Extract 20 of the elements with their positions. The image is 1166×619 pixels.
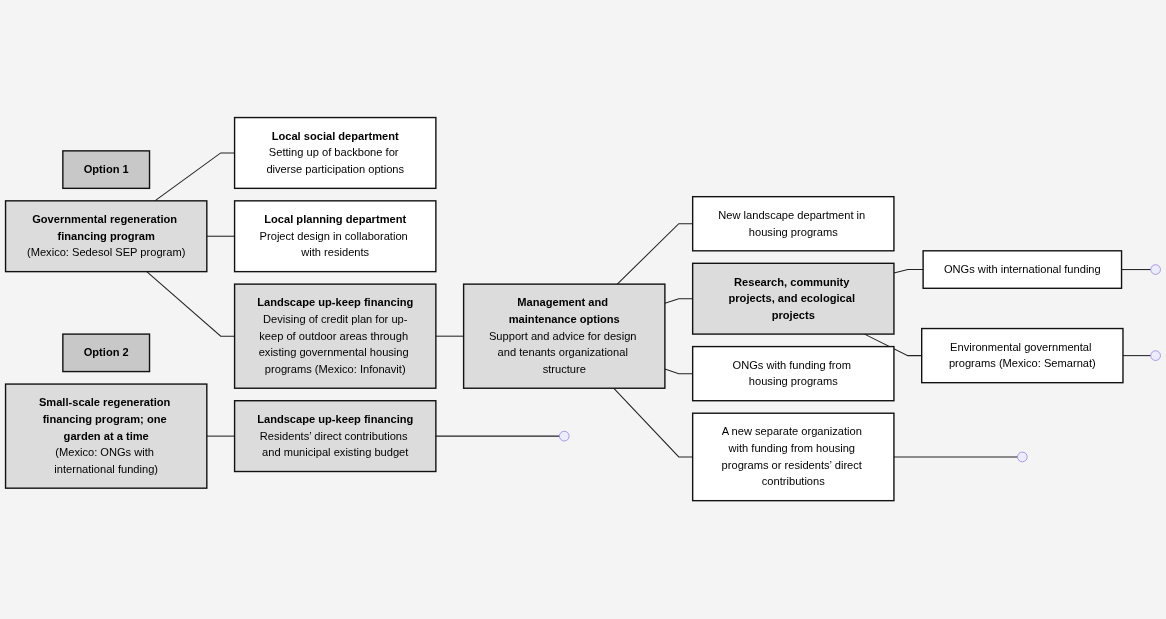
node-box: Environmental governmental programs (Mexico: Semarnat) [921, 328, 1124, 384]
node-box: Local planning department Project design in collaboration with residents [233, 200, 437, 273]
connector [1122, 355, 1152, 357]
node-box: ONGs with international funding [922, 250, 1123, 290]
connector [435, 436, 560, 438]
node-box: Local social department Setting up of backbone for diverse participation options [233, 117, 437, 190]
connector [1121, 269, 1152, 271]
node-box: Small-scale regeneration financing program; one garden at a time (Mexico: ONGs with international funding) [4, 383, 208, 490]
node-box: Landscape up-keep financing Residents’ direct contributions and municipal existing budget [233, 400, 437, 473]
node-box: New landscape department in housing programs [691, 196, 895, 252]
node-box: Option 2 [62, 333, 151, 373]
node-box: Governmental regeneration financing program (Mexico: Sedesol SEP program) [4, 200, 208, 273]
node-box: Landscape up-keep financing Devising of credit plan for up-keep of outdoor areas through existing governmental housing programs (Mexico: Infonavit) [233, 283, 437, 390]
node-box: Research, community projects, and ecological projects [691, 263, 895, 336]
connector [893, 269, 924, 274]
node-box: A new separate organization with funding from housing programs or residents’ direct contributions [691, 412, 895, 502]
node-box: Option 1 [62, 150, 151, 190]
node-box: Management and maintenance options Support and advice for design and tenants organizational structure [462, 283, 666, 390]
connector [893, 456, 1018, 458]
node-box: ONGs with funding from housing programs [691, 346, 895, 402]
